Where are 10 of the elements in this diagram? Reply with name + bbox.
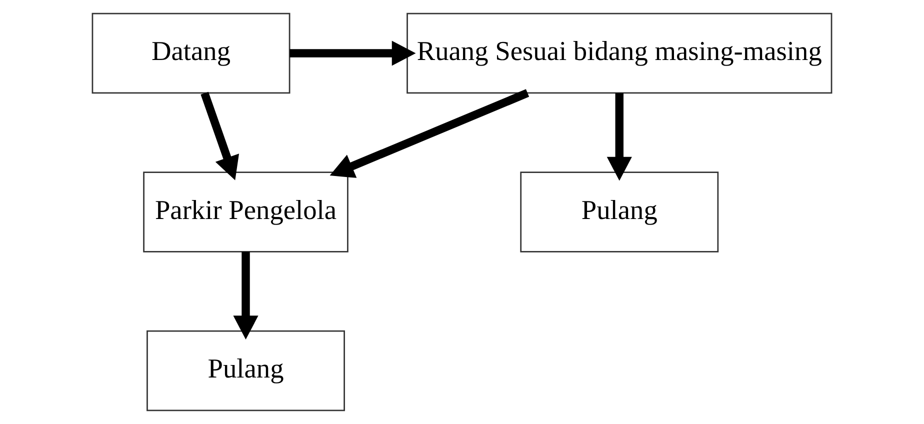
arrow xyxy=(330,89,530,178)
arrow xyxy=(200,92,240,180)
arrow xyxy=(233,252,258,340)
node-box: Pulang xyxy=(146,330,345,412)
node-box: Parkir Pengelola xyxy=(143,172,348,252)
arrow xyxy=(606,93,632,181)
node-box: Ruang Sesuai bidang masing-masing xyxy=(406,12,832,94)
node-box: Pulang xyxy=(520,172,719,252)
arrow xyxy=(290,40,416,66)
node-box: Datang xyxy=(92,12,290,94)
